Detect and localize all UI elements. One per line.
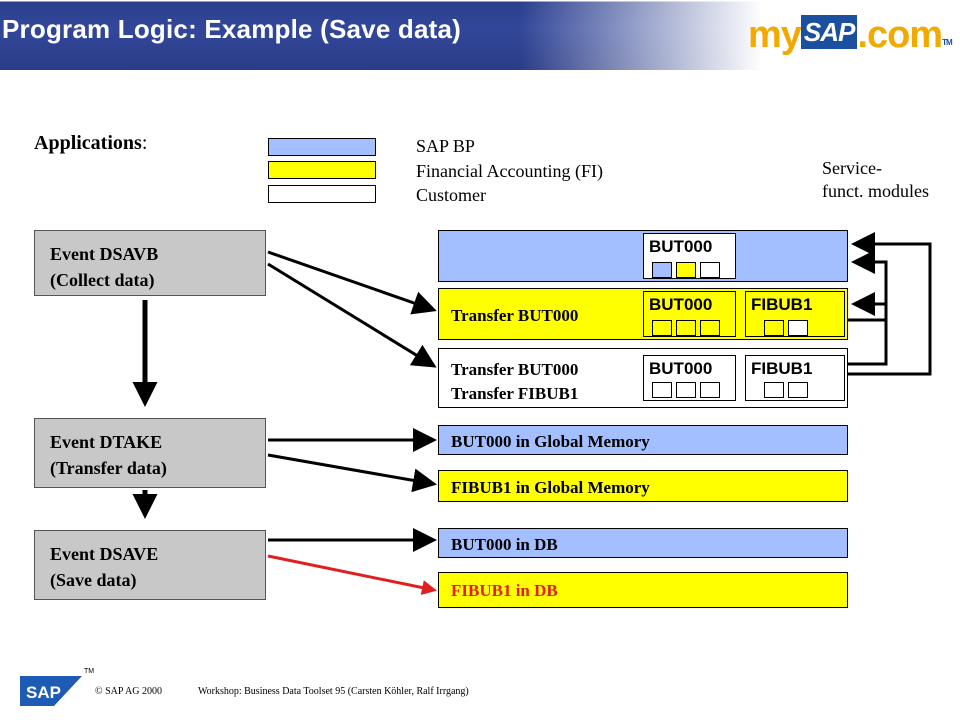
event-dsavb-name: Event DSAVB [50,244,159,264]
footer-tm: TM [84,668,95,675]
bp-cell-customer [700,262,720,278]
global-fi-text: FIBUB1 in Global Memory [451,478,650,497]
legend-label-customer: Customer [416,185,486,205]
bp-cell-fi [676,262,696,278]
cust-cell-2 [676,382,696,398]
legend-swatch-fi [268,161,376,179]
fi-fib-cell-1 [764,320,784,336]
page-title: Program Logic: Example (Save data) [2,14,462,44]
service-label-line1: Service- [822,158,882,178]
cust-fib-cell-1 [764,382,784,398]
cust-but000-module: BUT000 [643,355,736,401]
fi-row-text: Transfer BUT000 [451,306,579,325]
sap-footer-logo-icon: SAP [20,676,82,706]
event-dtake-box: Event DTAKE (Transfer data) [34,418,266,488]
event-dsave-desc: (Save data) [50,570,137,590]
applications-colon: : [141,132,148,154]
event-dtake-desc: (Transfer data) [50,458,167,478]
db-bp-text: BUT000 in DB [451,535,558,554]
footer-copyright: © SAP AG 2000 [95,686,162,697]
cust-fib-cell-2 [788,382,808,398]
cust-fibub1-module: FIBUB1 [745,355,845,401]
footer-logo-text: SAP [26,683,61,702]
header-fade [520,0,960,70]
db-fi-text: FIBUB1 in DB [451,581,558,600]
cust-cell-3 [700,382,720,398]
event-dtake-text: Event DTAKE (Transfer data) [50,429,167,481]
fi-fibub1-label: FIBUB1 [751,295,813,314]
fi-fibub1-module: FIBUB1 [745,291,845,337]
applications-label: Applications: [34,132,147,155]
customer-row-line1: Transfer BUT000 [451,360,579,379]
fi-but000-module: BUT000 [643,291,736,337]
logo-com: .com [857,14,943,56]
global-bp-row: BUT000 in Global Memory [438,425,848,455]
dsave-to-db-fi-arrow [267,554,437,595]
customer-row: Transfer BUT000 Transfer FIBUB1 BUT000 F… [438,348,848,408]
customer-row-text: Transfer BUT000 Transfer FIBUB1 [451,358,578,406]
cust-fibub1-label: FIBUB1 [751,359,813,378]
customer-row-line2: Transfer FIBUB1 [451,384,579,403]
legend-swatch-customer [268,185,376,203]
dsavb-to-customer-arrow [267,262,437,368]
bp-cell-bp [652,262,672,278]
fi-to-bp-loop [848,250,888,322]
fi-cell-3 [700,320,720,336]
event-dsave-name: Event DSAVE [50,544,159,564]
event-dsavb-box: Event DSAVB (Collect data) [34,230,266,296]
dtake-to-global-fi-arrow [267,453,437,493]
service-modules-label: Service- funct. modules [822,157,929,203]
customer-to-fi-loop [848,292,888,366]
customer-to-bp-loop [848,232,932,376]
global-bp-text: BUT000 in Global Memory [451,432,650,451]
footer-workshop: Workshop: Business Data Toolset 95 (Cars… [198,686,469,697]
db-fi-row: FIBUB1 in DB [438,572,848,608]
fi-row: Transfer BUT000 BUT000 FIBUB1 [438,288,848,340]
logo-my: my [748,14,802,56]
global-fi-row: FIBUB1 in Global Memory [438,470,848,502]
cust-but000-label: BUT000 [649,359,713,378]
event-dsavb-text: Event DSAVB (Collect data) [50,241,158,293]
cust-cell-1 [652,382,672,398]
bp-but000-module: BUT000 [643,233,736,279]
legend-swatch-sap-bp [268,138,376,156]
service-label-line2: funct. modules [822,181,929,201]
logo-tm: TM [942,38,953,47]
bp-but000-label: BUT000 [649,237,713,256]
db-bp-row: BUT000 in DB [438,528,848,558]
fi-cell-2 [676,320,696,336]
event-dsavb-desc: (Collect data) [50,270,155,290]
logo-sap: SAP [800,15,858,49]
event-dsave-text: Event DSAVE (Save data) [50,541,158,593]
legend-label-fi: Financial Accounting (FI) [416,161,603,181]
event-dsave-box: Event DSAVE (Save data) [34,530,266,600]
event-dtake-name: Event DTAKE [50,432,163,452]
fi-but000-label: BUT000 [649,295,713,314]
applications-text: Applications [34,132,142,154]
sap-bp-row: BUT000 [438,230,848,282]
fi-cell-1 [652,320,672,336]
legend-label-sap-bp: SAP BP [416,136,475,156]
dsavb-to-fi-arrow [267,250,437,315]
fi-fib-cell-2 [788,320,808,336]
